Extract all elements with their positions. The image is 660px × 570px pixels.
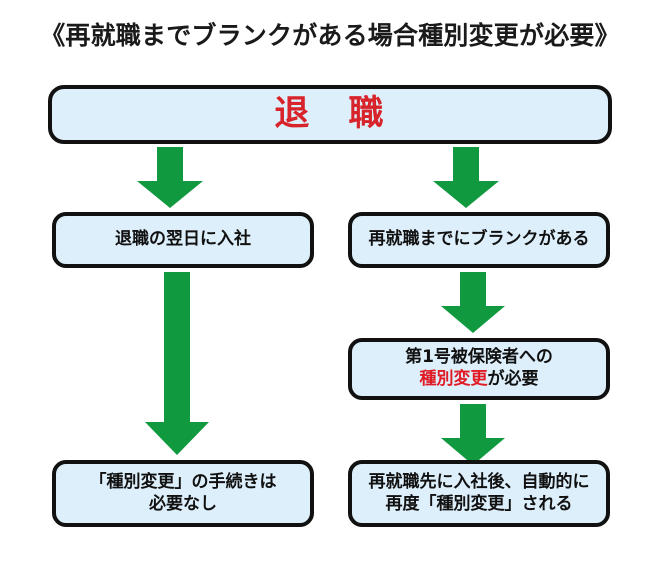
arrow-right-1-to-right-2 (439, 272, 519, 334)
arrow-top-to-left-1 (135, 147, 205, 209)
node-category-change-required: 第1号被保険者への 種別変更が必要 (348, 338, 610, 400)
node-auto-category-line1: 再就職先に入社後、自動的に (368, 471, 590, 492)
node-category-change-accent: 種別変更 (419, 369, 488, 389)
node-join-next-day-label: 退職の翌日に入社 (115, 229, 251, 250)
node-no-procedure-line1: 「種別変更」の手続きは (89, 471, 277, 492)
arrow-right-2-to-right-3 (439, 404, 519, 466)
arrow-top-to-right-1 (431, 147, 501, 209)
node-auto-category-line2: 再度「種別変更」される (385, 493, 573, 514)
node-category-change-line2: 種別変更が必要 (420, 369, 539, 391)
node-category-change-rest: が必要 (487, 369, 539, 389)
page-title: 《再就職までブランクがある場合種別変更が必要》 (40, 21, 620, 50)
arrow-left-1-to-left-3 (143, 272, 223, 456)
node-blank-period-label: 再就職までにブランクがある (368, 229, 590, 250)
node-auto-category-change: 再就職先に入社後、自動的に 再度「種別変更」される (348, 460, 610, 527)
node-category-change-line1: 第1号被保険者への (405, 347, 553, 368)
node-no-procedure-line2: 必要なし (149, 493, 217, 514)
node-no-procedure-needed: 「種別変更」の手続きは 必要なし (52, 460, 314, 527)
node-join-next-day: 退職の翌日に入社 (52, 212, 314, 268)
node-resignation: 退 職 (48, 85, 612, 144)
node-blank-period: 再就職までにブランクがある (348, 212, 610, 268)
node-resignation-label: 退 職 (274, 94, 386, 134)
